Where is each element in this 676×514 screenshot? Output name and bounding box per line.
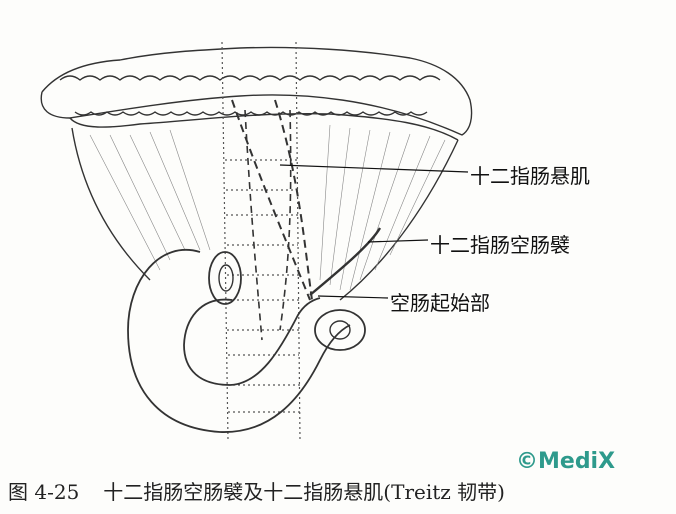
label-suspensory-muscle: 十二指肠悬肌 bbox=[470, 164, 590, 188]
label-duodenojejunal-fold: 十二指肠空肠襞 bbox=[430, 233, 570, 257]
label-jejunum-start: 空肠起始部 bbox=[390, 291, 490, 315]
caption-text: 十二指肠空肠襞及十二指肠悬肌(Treitz 韧带) bbox=[103, 480, 505, 504]
suspensory-muscle bbox=[231, 99, 313, 301]
duodenojejunal-fold bbox=[309, 227, 382, 296]
watermark: ©MediX bbox=[516, 449, 616, 474]
figure-number: 图 4-25 bbox=[8, 480, 80, 504]
duodenum bbox=[127, 249, 351, 433]
mesentery bbox=[71, 127, 459, 301]
figure-caption: 图 4-25 十二指肠空肠襞及十二指肠悬肌(Treitz 韧带) bbox=[8, 476, 505, 505]
transverse-colon bbox=[40, 46, 473, 136]
vertebral-column bbox=[221, 41, 301, 441]
